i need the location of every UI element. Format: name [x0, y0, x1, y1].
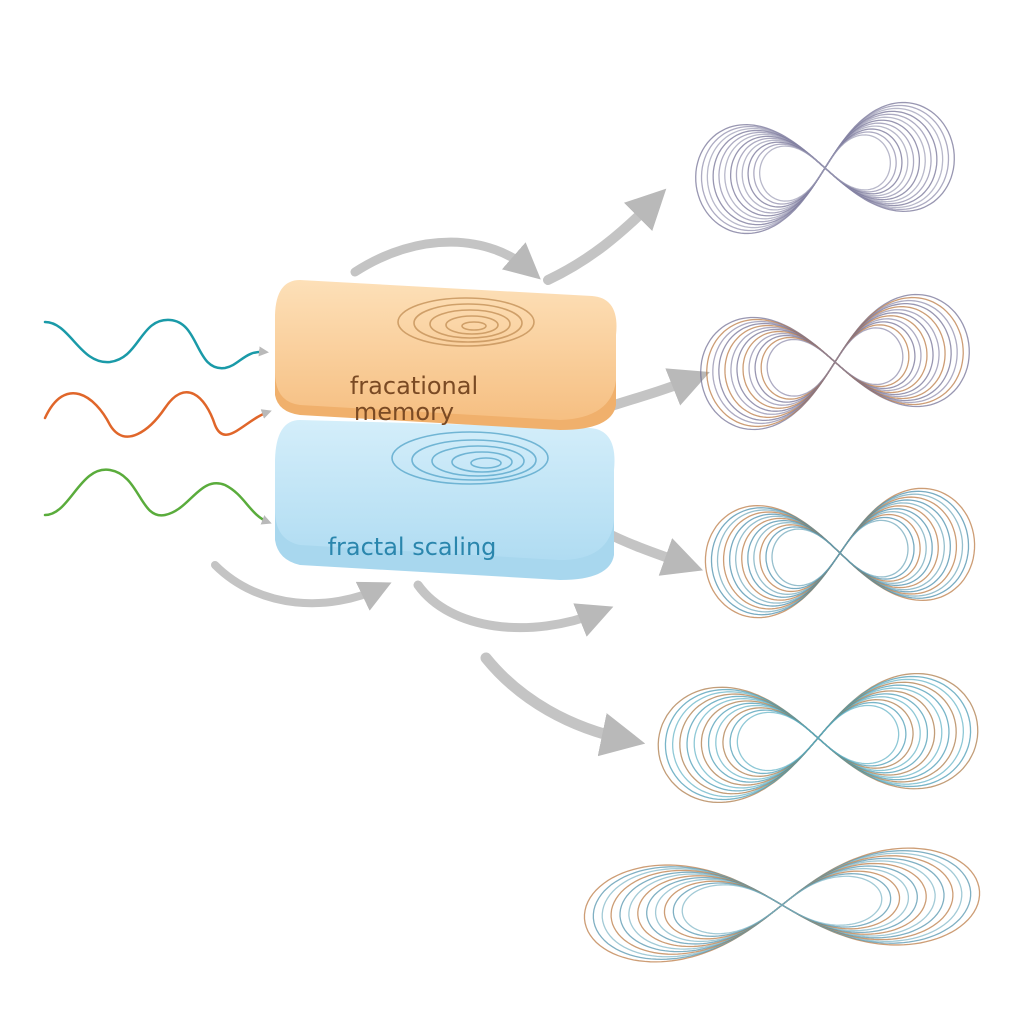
- flow-arrow: [480, 652, 646, 757]
- attractor-3: [704, 487, 976, 619]
- attractor-2: [700, 293, 970, 431]
- attractor-ring: [736, 704, 900, 772]
- fractal-scaling-label: fractal scaling: [328, 533, 497, 561]
- fractional-memory-label-line1: fracational: [350, 372, 478, 400]
- flow-arrow: [413, 580, 614, 637]
- attractor-5: [583, 847, 981, 963]
- teal-signal-wave: [43, 318, 269, 370]
- fractional-memory-swirl-icon: [397, 297, 535, 347]
- input-signals: [43, 318, 272, 525]
- fractional-memory-label-line2: memory: [354, 398, 454, 426]
- attractor-ring: [766, 327, 904, 397]
- flow-arrow: [350, 237, 541, 280]
- attractor-ring: [759, 134, 891, 202]
- attractor-4: [657, 672, 979, 804]
- attractor-outputs: [583, 101, 981, 963]
- orange-signal-wave: [43, 391, 272, 438]
- green-signal-wave: [43, 468, 272, 525]
- fractal-scaling-block-top: [275, 420, 615, 560]
- fractional-memory-block: fracational memory: [275, 280, 617, 430]
- flow-arrow: [600, 527, 704, 576]
- fractal-scaling-swirl-icon: [391, 431, 549, 485]
- attractor-ring: [771, 519, 909, 587]
- attractor-ring: [681, 875, 883, 935]
- flow-arrow: [211, 561, 392, 611]
- flow-arrow: [543, 188, 667, 285]
- attractor-1: [695, 101, 955, 235]
- fractal-scaling-block: fractal scaling: [275, 420, 615, 580]
